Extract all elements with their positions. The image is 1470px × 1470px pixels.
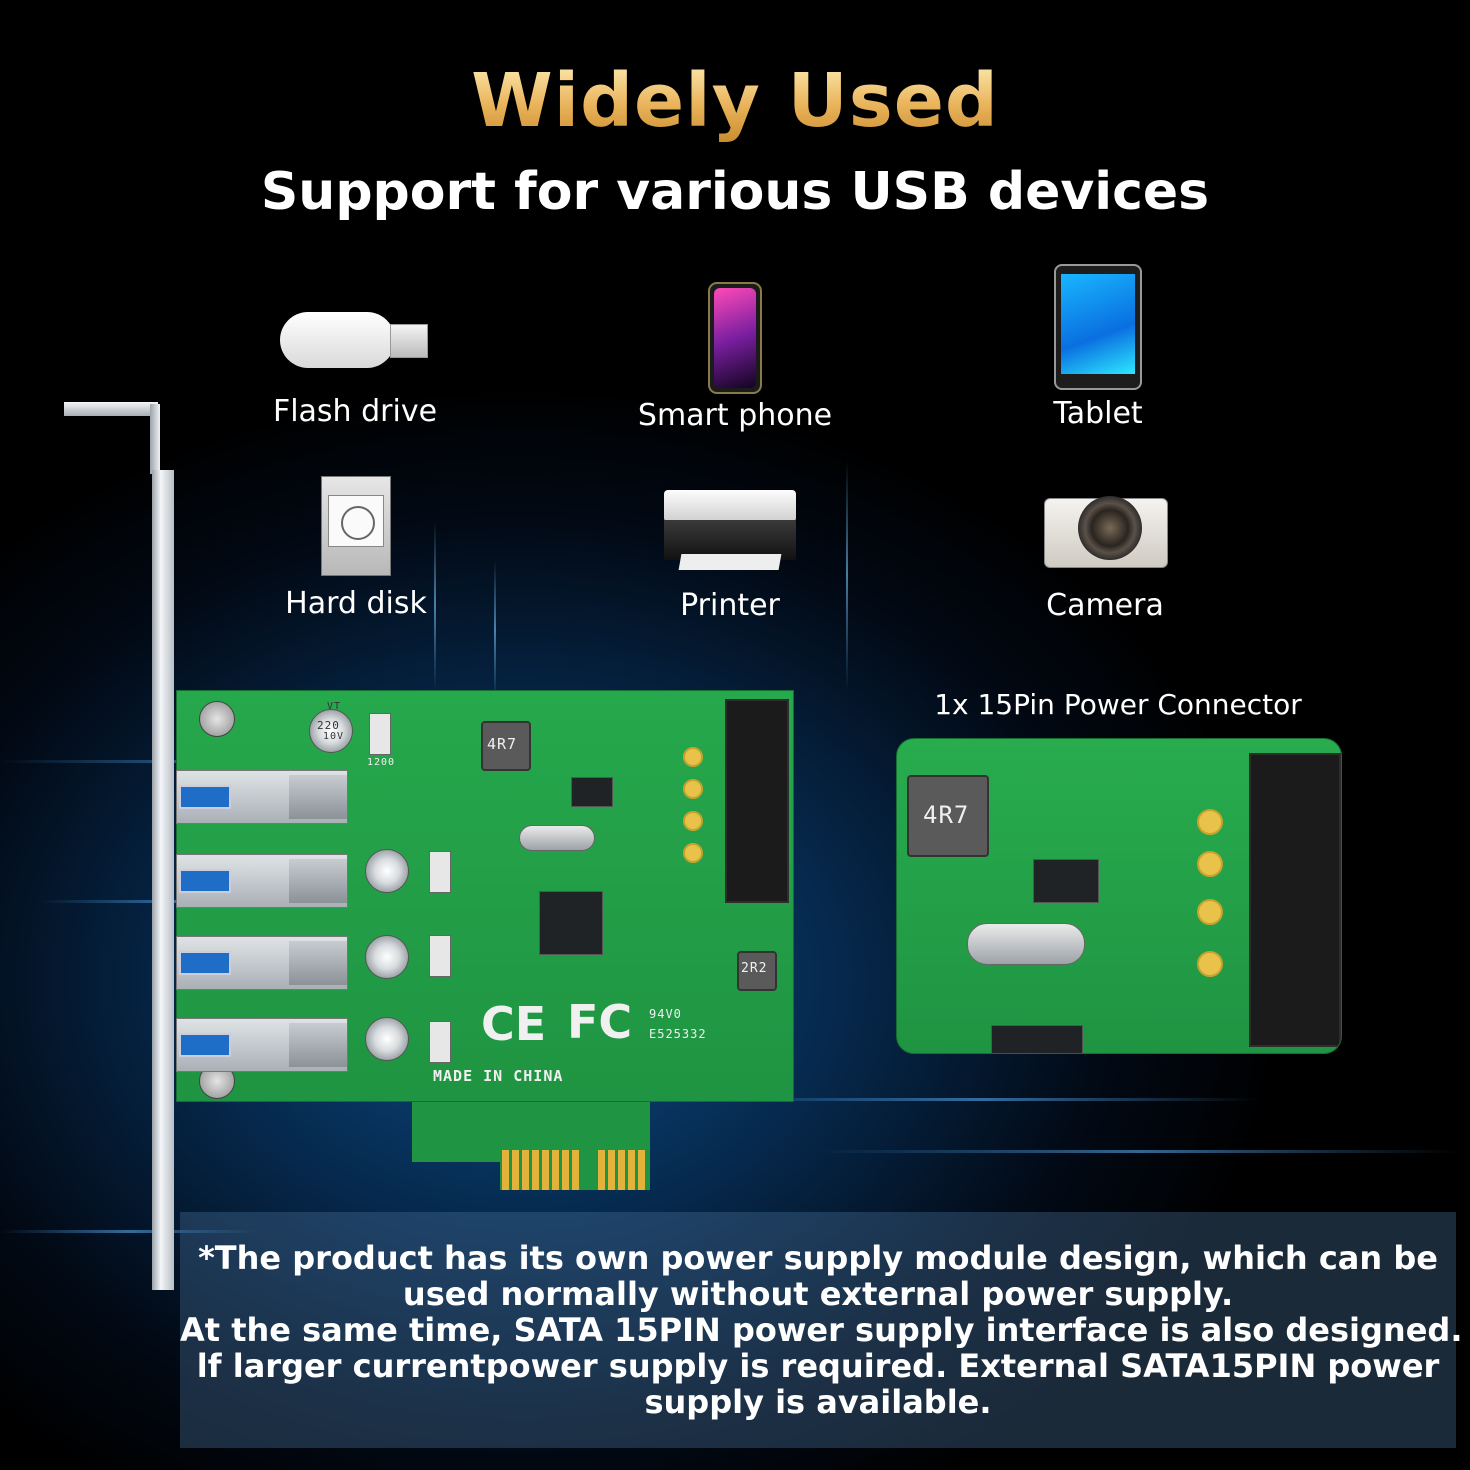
note-line: supply is available. [644, 1383, 992, 1421]
fuse [429, 935, 451, 977]
capacitor-icon [309, 709, 353, 753]
usb-slot [179, 951, 231, 975]
note-text: *The product has its own power supply mo… [180, 1239, 1463, 1421]
solder-pad [1197, 899, 1223, 925]
note-line: lf larger currentpower supply is require… [196, 1347, 1440, 1385]
solder-pad [683, 811, 703, 831]
flash-drive-icon [280, 308, 430, 378]
usb-port [176, 770, 348, 824]
device-tablet: Tablet [948, 264, 1248, 431]
solder-pad [683, 747, 703, 767]
solder-pad [683, 843, 703, 863]
capacitor-volt: 10V [323, 731, 345, 742]
inductor-label: 2R2 [741, 961, 768, 976]
page-title: Widely Used [0, 58, 1470, 144]
light-beam [494, 560, 496, 700]
made-in-label: MADE IN CHINA [433, 1067, 564, 1085]
regulator-chip [571, 777, 613, 807]
page-subtitle: Support for various USB devices [260, 162, 1210, 222]
usb-port [176, 854, 348, 908]
device-flash-drive: Flash drive [205, 308, 505, 429]
sata-power-connector [725, 699, 789, 903]
pcb-edge [412, 1098, 500, 1162]
sata-power-connector [1249, 753, 1341, 1047]
device-label: Camera [1046, 588, 1164, 623]
light-beam [846, 460, 848, 690]
inductor: 4R7 [907, 775, 989, 857]
ce-mark: CE [481, 997, 547, 1051]
device-label: Flash drive [272, 394, 438, 429]
solder-pad [683, 779, 703, 799]
inductor-label: 4R7 [487, 735, 518, 753]
light-beam [700, 1098, 1260, 1101]
fuse [429, 851, 451, 893]
note-line: *The product has its own power supply mo… [198, 1239, 1438, 1277]
smartphone-icon [708, 282, 762, 394]
tablet-icon [1054, 264, 1142, 390]
light-beam [0, 1230, 260, 1233]
board-code: E525332 [649, 1027, 707, 1041]
inductor: 2R2 [737, 951, 777, 991]
solder-pad [1197, 809, 1223, 835]
controller-chip [539, 891, 603, 955]
device-label: Tablet [1053, 396, 1143, 431]
gold-fingers [502, 1150, 582, 1190]
inductor: 4R7 [481, 721, 531, 771]
light-beam [820, 1150, 1460, 1153]
controller-chip [991, 1025, 1083, 1053]
device-printer: Printer [580, 490, 880, 623]
gold-fingers [598, 1150, 648, 1190]
note-panel [180, 1212, 1456, 1448]
capacitor-code: VT [327, 701, 342, 712]
cert-code: 94V0 [649, 1007, 682, 1021]
inductor-label: 4R7 [923, 801, 970, 829]
usb-slot [179, 1033, 231, 1057]
light-beam [434, 520, 436, 690]
solder-pad [1197, 951, 1223, 977]
device-label: Hard disk [285, 586, 427, 621]
note-line: used normally without external power sup… [402, 1275, 1234, 1313]
fc-mark: FC [567, 995, 633, 1049]
detail-caption: 1x 15Pin Power Connector [934, 688, 1302, 721]
crystal-oscillator [967, 923, 1085, 965]
capacitor-icon [365, 935, 409, 979]
printer-icon [664, 490, 796, 578]
crystal-oscillator [519, 825, 595, 851]
pcie-bracket-neck [150, 404, 160, 474]
usb-port [176, 1018, 348, 1072]
fuse [369, 713, 391, 755]
pcie-bracket [152, 470, 174, 1290]
fuse [429, 1021, 451, 1063]
camera-icon [1044, 490, 1168, 568]
device-hard-disk: Hard disk [206, 476, 506, 621]
capacitor-icon [365, 849, 409, 893]
solder-pad [1197, 851, 1223, 877]
device-label: Smart phone [637, 398, 833, 433]
capacitor-label: 220 [317, 719, 340, 732]
device-camera: Camera [955, 490, 1255, 623]
capacitor-icon [365, 1017, 409, 1061]
note-line: At the same time, SATA 15PIN power suppl… [180, 1311, 1463, 1349]
usb-slot [179, 785, 231, 809]
hard-disk-icon [321, 476, 391, 576]
device-smart-phone: Smart phone [585, 282, 885, 433]
usb-slot [179, 869, 231, 893]
device-label: Printer [680, 588, 780, 623]
usb-port [176, 936, 348, 990]
regulator-chip [1033, 859, 1099, 903]
fuse-label: 1200 [367, 757, 396, 768]
power-connector-closeup: 4R7 [896, 738, 1342, 1054]
pcie-bracket-top [64, 402, 158, 416]
screw-icon [199, 701, 235, 737]
